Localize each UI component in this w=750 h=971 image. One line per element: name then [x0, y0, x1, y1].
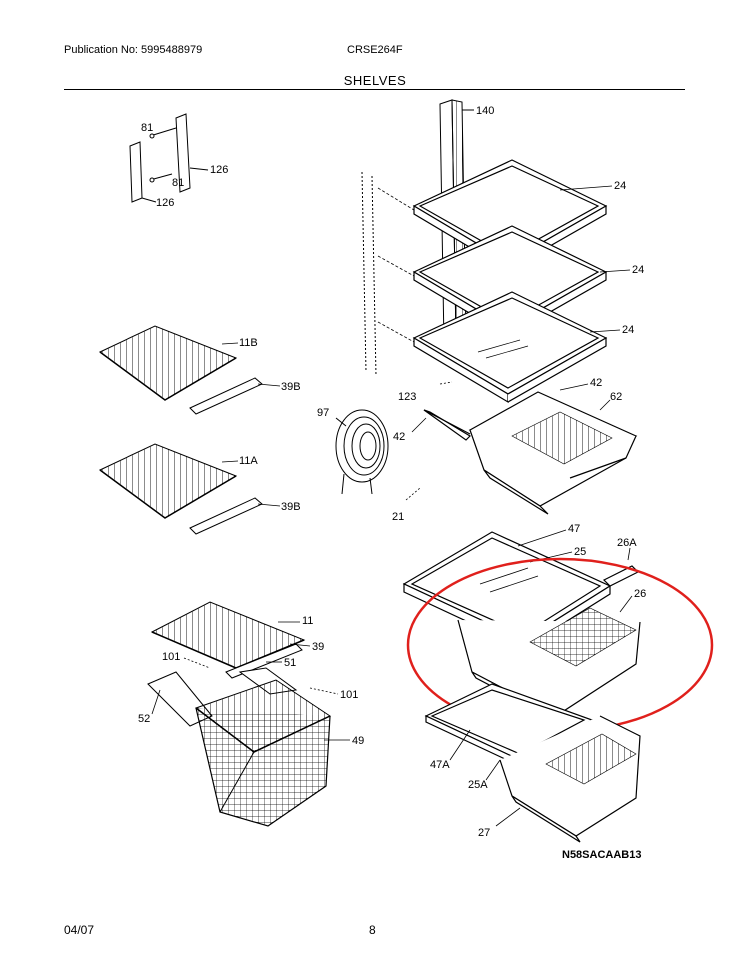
glass-shelf-24-top: [377, 159, 608, 272]
callout-51: 51: [284, 657, 296, 669]
callout-39b: 39B: [281, 381, 301, 393]
callout-24: 24: [622, 324, 634, 336]
callout-81: 81: [172, 177, 184, 189]
callout-labels-basket: 11 39 101 51 101 52 49: [138, 615, 364, 747]
header-rule: [64, 89, 685, 90]
callout-49: 49: [352, 735, 364, 747]
coil-97: [335, 409, 389, 495]
drawer-62: [423, 381, 638, 515]
callout-labels-glass-shelves: 24 24 24: [559, 180, 644, 336]
callout-39b: 39B: [281, 501, 301, 513]
callout-25a: 25A: [468, 779, 488, 791]
callout-25: 25: [574, 546, 586, 558]
callout-24: 24: [614, 180, 626, 192]
callout-11: 11: [302, 615, 313, 627]
callout-21: 21: [392, 511, 404, 523]
callout-labels-top-left: 81 81 126 126: [141, 122, 228, 209]
callout-24: 24: [632, 264, 644, 276]
callout-11b: 11B: [239, 337, 258, 349]
callout-81: 81: [141, 122, 153, 134]
callout-126: 126: [156, 197, 174, 209]
wire-shelf-11b: [99, 325, 263, 415]
callout-47a: 47A: [430, 759, 450, 771]
callout-62: 62: [610, 391, 622, 403]
callout-123: 123: [398, 391, 416, 403]
callout-101: 101: [162, 651, 180, 663]
callout-101: 101: [340, 689, 358, 701]
callout-140: 140: [476, 105, 494, 117]
callout-97: 97: [317, 407, 329, 419]
callout-26a: 26A: [617, 537, 637, 549]
glass-shelf-24-bottom: [377, 291, 608, 404]
wire-shelf-11: [150, 601, 306, 679]
callout-39: 39: [312, 641, 324, 653]
callout-labels-drawer-26: 47 25 26A 26: [517, 523, 646, 613]
callout-42: 42: [393, 431, 405, 443]
diagram-code: N58SACAAB13: [562, 849, 641, 861]
model-number: CRSE264F: [347, 44, 403, 56]
callout-labels-wire-shelves: 11B 39B 11A 39B: [221, 337, 301, 513]
callout-26: 26: [634, 588, 646, 600]
callout-11a: 11A: [239, 455, 258, 467]
wire-shelf-11a: [99, 443, 263, 535]
shelf-bracket-assembly: [129, 113, 209, 203]
wire-basket-49: [147, 667, 332, 827]
publication-number: Publication No: 5995488979: [64, 44, 203, 56]
callout-27: 27: [478, 827, 490, 839]
footer-date: 04/07: [64, 923, 95, 937]
page-number: 8: [369, 923, 376, 937]
callout-labels-drawer-62: 123 42 62 42: [393, 377, 622, 443]
crisper-drawer-27: [499, 715, 641, 843]
callout-labels-lower-pan: 47A 25A 27: [430, 729, 521, 839]
callout-52: 52: [138, 713, 150, 725]
callout-47: 47: [568, 523, 580, 535]
section-title: SHELVES: [343, 73, 407, 88]
callout-126: 126: [210, 164, 228, 176]
callout-42: 42: [590, 377, 602, 389]
